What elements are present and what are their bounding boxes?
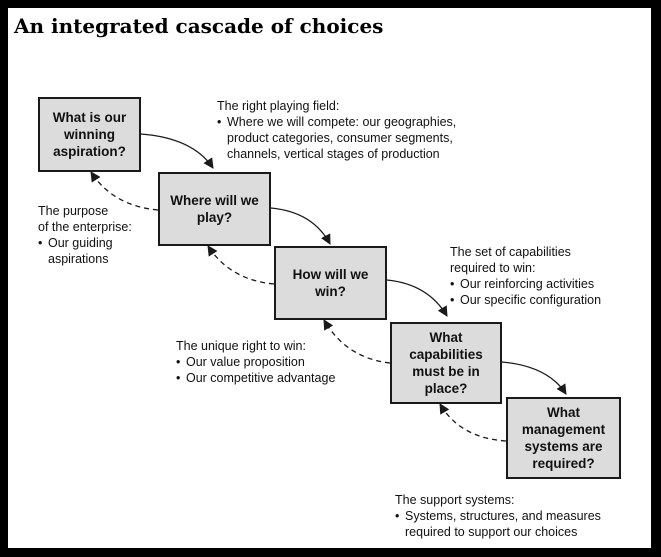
note-bullet: Our reinforcing activities (450, 276, 601, 292)
box-where-to-play: Where will we play? (158, 172, 271, 246)
box-label: What management systems are required? (521, 405, 606, 471)
feedback-arrow-4 (439, 403, 507, 442)
note-support: The support systems: Systems, structures… (395, 492, 601, 540)
arrows-layer (90, 133, 567, 442)
feedback-arrow-3 (323, 319, 391, 364)
note-heading: The right playing field: (217, 99, 340, 113)
forward-arrow-3 (386, 279, 448, 317)
box-label: Where will we play? (170, 193, 259, 225)
note-heading: The unique right to win: (176, 339, 306, 353)
box-label: What capabilities must be in place? (409, 330, 483, 396)
box-how-to-win: How will we win? (274, 246, 387, 320)
note-bullet: Our specific configuration (450, 292, 601, 308)
diagram-title: An integrated cascade of choices (14, 14, 384, 38)
note-heading: The support systems: (395, 493, 515, 507)
note-heading: required to win: (450, 261, 536, 275)
note-bullet: Systems, structures, and measures requir… (395, 508, 601, 540)
box-management-systems: What management systems are required? (506, 397, 621, 479)
box-winning-aspiration: What is our winning aspiration? (38, 97, 141, 172)
box-label: How will we win? (292, 267, 369, 299)
box-capabilities: What capabilities must be in place? (390, 322, 502, 404)
note-heading: The purpose (38, 204, 109, 218)
note-bullet: Our guiding aspirations (38, 235, 132, 267)
diagram-frame: An integrated cascade of choices What is… (8, 8, 651, 548)
note-bullet: Our competitive advantage (176, 370, 335, 386)
forward-arrow-2 (270, 207, 331, 245)
note-capabilities: The set of capabilities required to win:… (450, 244, 601, 308)
note-bullet: Our value proposition (176, 354, 335, 370)
note-bullet: Where we will compete: our geographies, … (217, 114, 456, 162)
note-playing-field: The right playing field: Where we will c… (217, 98, 456, 162)
note-heading: The set of capabilities (450, 245, 571, 259)
note-purpose: The purpose of the enterprise: Our guidi… (38, 203, 132, 267)
box-label: What is our winning aspiration? (52, 110, 127, 159)
note-unique-right: The unique right to win: Our value propo… (176, 338, 335, 386)
forward-arrow-1 (140, 133, 214, 169)
note-heading: of the enterprise: (38, 220, 132, 234)
forward-arrow-4 (501, 361, 567, 395)
feedback-arrow-2 (207, 245, 275, 285)
